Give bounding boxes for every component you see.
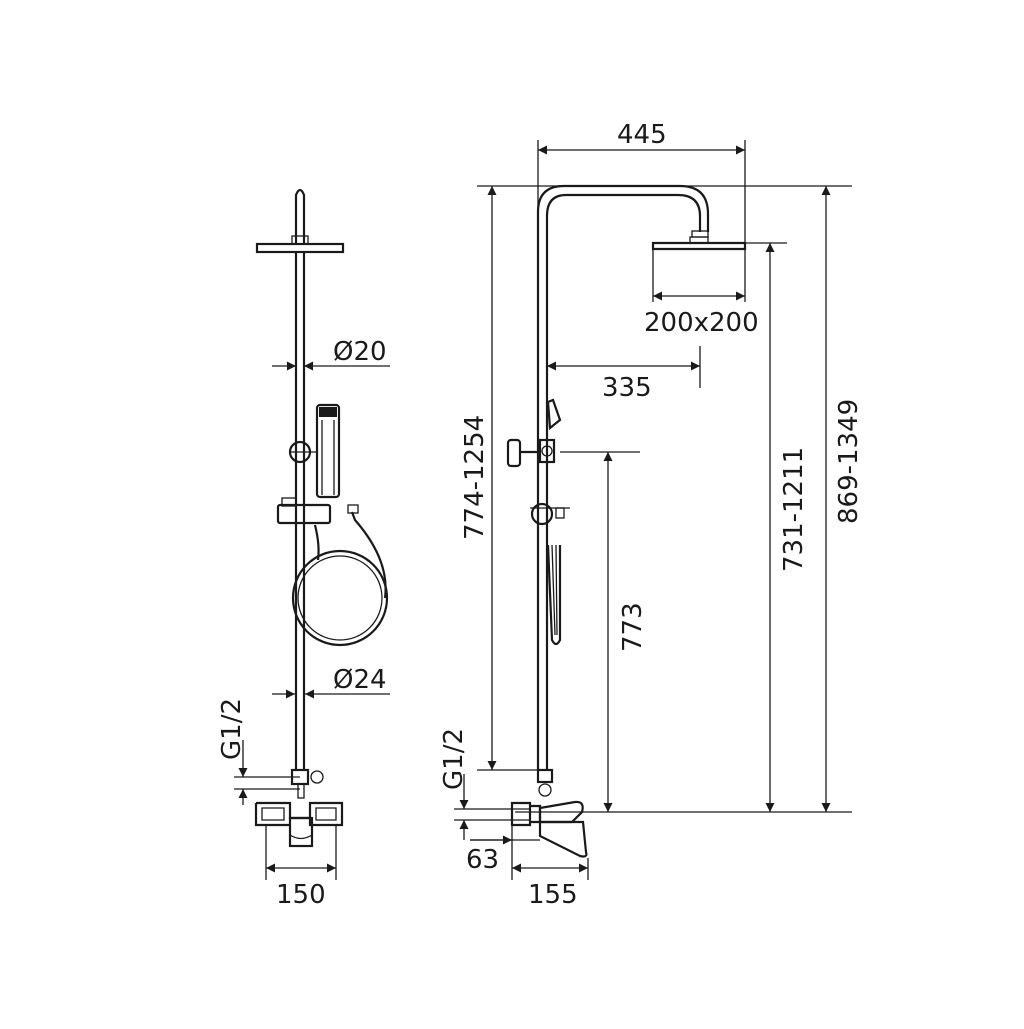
front-mixer-body [254, 801, 344, 827]
front-view [254, 188, 389, 848]
dim-diameter-20: Ø20 [333, 337, 387, 367]
dim-diameter-24: Ø24 [333, 665, 387, 695]
dim-head-offset: 335 [602, 373, 652, 403]
dim-thread-front: G1/2 [217, 698, 247, 760]
side-view [506, 184, 852, 858]
dim-mixer-depth: 155 [528, 880, 578, 910]
dim-head-size: 200x200 [644, 308, 759, 338]
side-hand-shower [546, 398, 562, 431]
dim-thread-side: G1/2 [439, 728, 469, 790]
side-mixer-lever [538, 800, 584, 824]
side-shower-head [651, 241, 747, 251]
front-hand-shower [315, 403, 341, 499]
dim-total-height: 869-1349 [834, 399, 864, 524]
side-knob [506, 438, 522, 468]
side-mixer-spout [538, 820, 588, 858]
front-hose-loop [291, 549, 389, 647]
dim-arm-reach: 445 [617, 120, 667, 150]
dim-inlet-spacing: 150 [276, 880, 326, 910]
dim-slider-height: 773 [618, 602, 648, 652]
side-mixer-body [510, 801, 532, 827]
dim-adjustable-height-2: 731-1211 [779, 447, 809, 572]
dim-adjustable-height-1: 774-1254 [460, 415, 490, 540]
side-slider [530, 502, 554, 526]
dim-wall-offset: 63 [466, 845, 499, 875]
front-shower-head [255, 242, 345, 254]
side-hose [546, 544, 562, 646]
side-column-outer [536, 184, 710, 770]
side-column-inner [545, 193, 702, 770]
side-dimensions: 445 200x200 335 774-1254 773 731-1211 86… [439, 120, 864, 910]
front-slider-dish [276, 503, 332, 525]
front-spout [288, 816, 314, 848]
side-connector [536, 768, 554, 784]
front-top-hook [294, 188, 306, 245]
front-dimensions: Ø20 Ø24 G1/2 150 [217, 337, 390, 910]
